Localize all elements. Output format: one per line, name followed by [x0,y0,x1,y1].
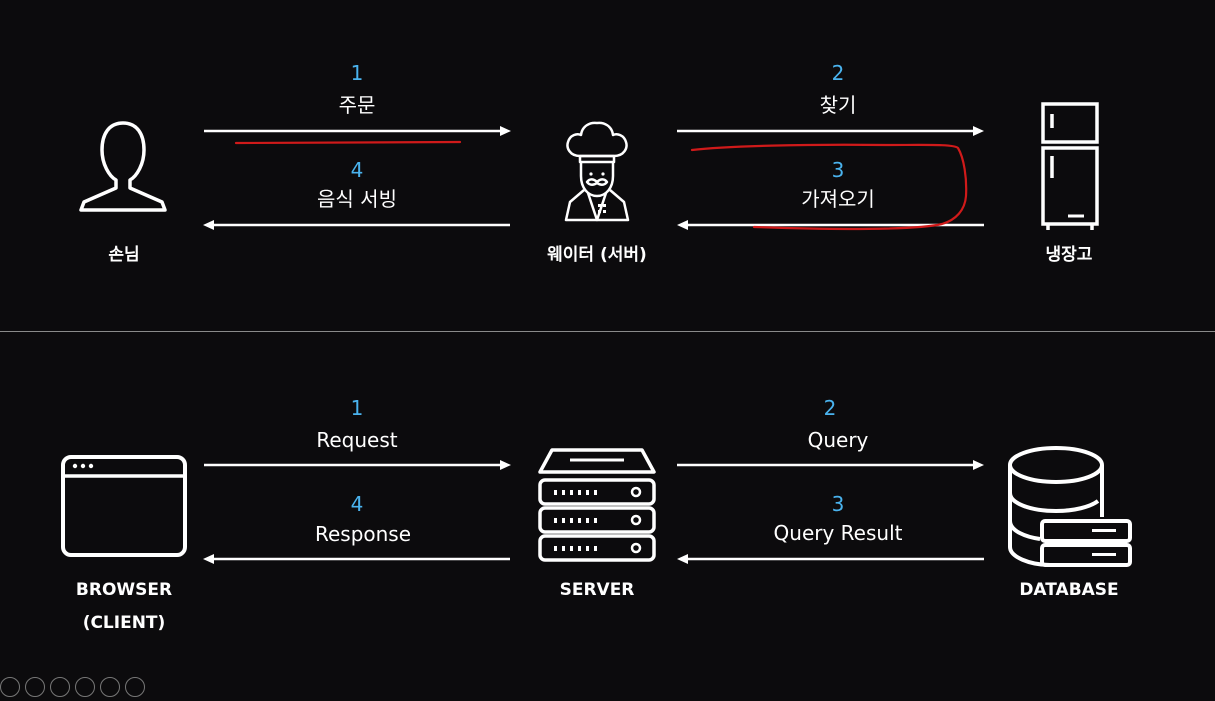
step-1-number: 1 [350,61,364,85]
arrow-request [204,460,511,470]
query-result-label: Query Result [773,521,903,545]
step-3-label: 가져오기 [801,187,875,211]
query-step-number: 2 [823,396,837,420]
step-4-number: 4 [350,158,364,182]
chef-icon [564,121,630,222]
control-dot[interactable] [75,677,95,697]
refrigerator-icon [1041,102,1099,230]
browser-window-icon [61,455,187,557]
database-icon [1008,446,1132,567]
response-step-number: 4 [350,492,364,516]
control-dot[interactable] [100,677,120,697]
database-label: DATABASE [1019,580,1119,600]
request-step-number: 1 [350,396,364,420]
arrow-query-result [677,554,984,564]
person-icon [79,121,167,212]
browser-label: BROWSER [75,580,173,600]
control-dot[interactable] [125,677,145,697]
arrow-find [677,126,984,136]
server-rack-icon [538,448,656,562]
client-label: (CLIENT) [82,613,166,633]
step-4-label: 음식 서빙 [317,187,397,211]
refrigerator-label: 냉장고 [1045,245,1093,265]
query-result-step-number: 3 [831,492,845,516]
arrow-query [677,460,984,470]
waiter-server-label: 웨이터 (서버) [547,245,647,265]
arrow-serve [203,220,510,230]
server-label: SERVER [559,580,635,600]
arrow-order [204,126,511,136]
response-label: Response [314,522,412,546]
step-2-label: 찾기 [819,93,857,117]
arrow-response [203,554,510,564]
step-1-label: 주문 [338,93,376,117]
control-dot[interactable] [0,677,20,697]
slide-control-dots [0,677,150,701]
control-dot[interactable] [50,677,70,697]
step-3-number: 3 [831,158,845,182]
step-2-number: 2 [831,61,845,85]
query-label: Query [807,428,869,452]
request-label: Request [316,428,398,452]
section-divider [0,331,1215,332]
customer-label: 손님 [108,245,140,265]
red-underline-annotation [234,140,462,145]
control-dot[interactable] [25,677,45,697]
red-loop-annotation [690,143,968,231]
